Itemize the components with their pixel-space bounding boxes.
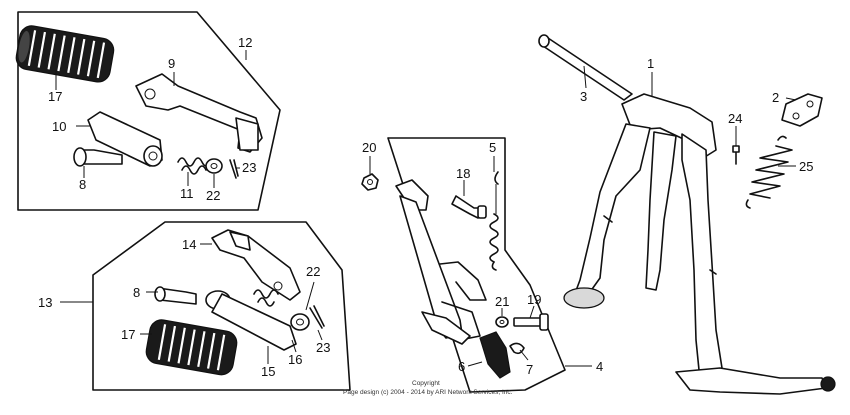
callout-labels: 17 9 12 10 8 11 22 23 13 14 8 17 15 16 2… — [38, 35, 813, 379]
callout-12: 12 — [238, 35, 252, 50]
washer-part-21 — [495, 316, 509, 328]
callout-14: 14 — [182, 237, 196, 252]
callout-25: 25 — [799, 159, 813, 174]
spring-part-25 — [745, 135, 793, 209]
callout-9: 9 — [168, 56, 175, 71]
callout-8a: 8 — [79, 177, 86, 192]
pin-part-8b — [154, 286, 197, 305]
callout-11: 11 — [180, 186, 194, 201]
spring-part-16 — [253, 289, 279, 307]
callout-22b: 22 — [306, 264, 320, 279]
pivot-shaft-part-3 — [538, 34, 633, 101]
cotter-pin-part-23b — [309, 305, 325, 329]
rubber-footpeg-part-17a — [15, 25, 115, 83]
side-stand-part — [395, 179, 487, 345]
callout-22a: 22 — [206, 188, 220, 203]
callout-leaders — [55, 50, 797, 367]
spring-part-11 — [177, 157, 211, 175]
spring-hook-part-2 — [781, 93, 823, 127]
washer-part-22a — [205, 158, 223, 174]
callout-19: 19 — [527, 292, 541, 307]
callout-17b: 17 — [121, 327, 135, 342]
bolt-part-18 — [451, 195, 487, 219]
side-stand-group-outline-4 — [387, 137, 566, 393]
callout-23a: 23 — [242, 160, 256, 175]
callout-16: 16 — [288, 352, 302, 367]
callout-18: 18 — [456, 166, 470, 181]
callout-2: 2 — [772, 90, 779, 105]
rubber-footpeg-part-17b — [145, 319, 238, 376]
callout-15: 15 — [261, 364, 275, 379]
spring-part-5 — [489, 171, 499, 271]
step-holder-part-10 — [87, 111, 163, 167]
callout-7: 7 — [526, 362, 533, 377]
step-group-outline-12 — [17, 11, 281, 211]
copyright-notice: Copyright Page design (c) 2004 - 2014 by… — [343, 380, 513, 396]
callout-6: 6 — [458, 359, 465, 374]
step-group-outline-13 — [92, 221, 351, 391]
pin-part-8a — [73, 147, 123, 167]
copyright-line-2: Page design (c) 2004 - 2014 by ARI Netwo… — [343, 389, 513, 396]
washer-part-22b — [290, 313, 310, 331]
callout-21: 21 — [495, 294, 509, 309]
step-bar-part-9 — [135, 73, 263, 153]
bolt-part-19 — [513, 313, 549, 331]
nut-part-20 — [361, 173, 379, 191]
main-stand-part-1 — [563, 93, 836, 395]
callout-23b: 23 — [316, 340, 330, 355]
callout-17a: 17 — [48, 89, 62, 104]
callout-13: 13 — [38, 295, 52, 310]
cotter-pin-part-23a — [229, 159, 239, 179]
step-bar-part-14 — [211, 229, 301, 301]
callout-1: 1 — [647, 56, 654, 71]
callout-4: 4 — [596, 359, 603, 374]
pin-part-24 — [732, 145, 740, 165]
callout-10: 10 — [52, 119, 66, 134]
stand-pad-part-6 — [479, 331, 511, 379]
step-holder-part-15 — [205, 290, 297, 351]
callout-5: 5 — [489, 140, 496, 155]
callout-24: 24 — [728, 111, 742, 126]
callout-20: 20 — [362, 140, 376, 155]
callout-8b: 8 — [133, 285, 140, 300]
copyright-line-1: Copyright — [412, 380, 440, 387]
callout-3: 3 — [580, 89, 587, 104]
